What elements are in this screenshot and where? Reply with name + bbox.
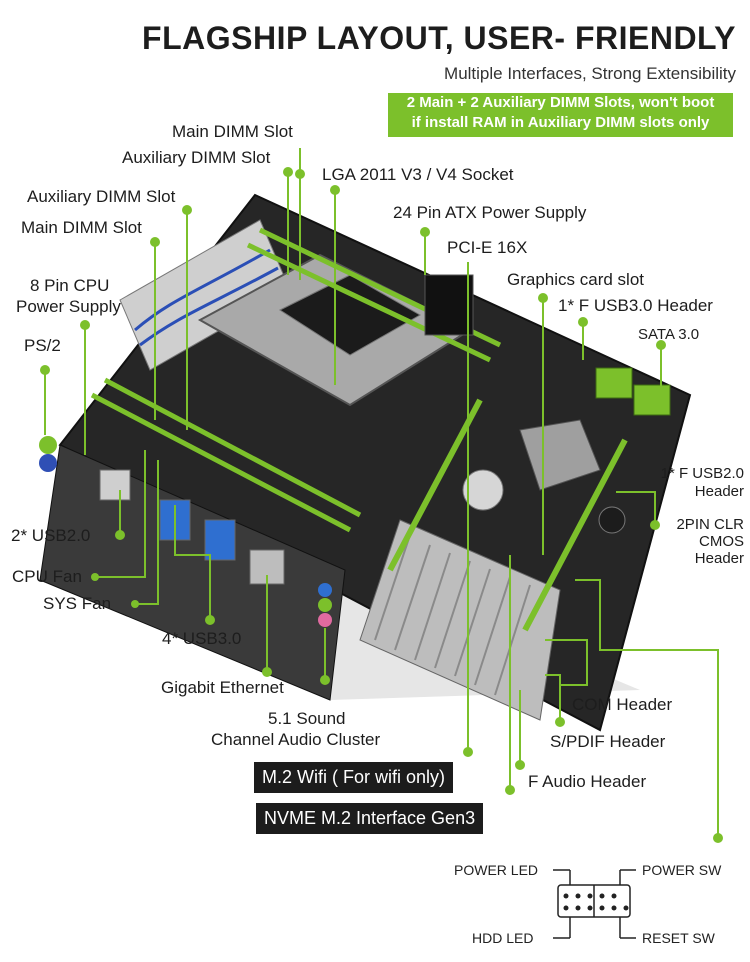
label-graphics-slot: Graphics card slot: [507, 270, 644, 289]
label-clr-cmos-2: CMOS: [699, 533, 744, 550]
label-com-header: COM Header: [572, 695, 673, 714]
audio-jack-1: [318, 583, 332, 597]
label-power-led: POWER LED: [454, 862, 539, 878]
sata-port-1: [595, 367, 633, 399]
cpu-socket: [278, 274, 422, 356]
io-panel: [39, 444, 346, 701]
label-m2-wifi: M.2 Wifi ( For wifi only): [254, 762, 454, 793]
label-cpu-power-1: 8 Pin CPU: [30, 276, 110, 295]
label-ps2: PS/2: [24, 336, 61, 355]
label-ethernet: Gigabit Ethernet: [161, 678, 284, 697]
label-aux-dimm-top: Auxiliary DIMM Slot: [122, 148, 271, 167]
label-hdd-led: HDD LED: [472, 930, 534, 946]
label-atx-power: 24 Pin ATX Power Supply: [393, 203, 587, 222]
front-panel-header-diagram: [553, 869, 636, 939]
label-aux-dimm-left: Auxiliary DIMM Slot: [27, 187, 176, 206]
label-clr-cmos-1: 2PIN CLR: [676, 516, 744, 533]
label-power-sw: POWER SW: [642, 862, 722, 878]
dimm-note-line-1: 2 Main + 2 Auxiliary DIMM Slots, won't b…: [406, 94, 715, 111]
label-usb20: 2* USB2.0: [11, 526, 91, 545]
label-sata: SATA 3.0: [638, 326, 700, 343]
label-cpu-fan: CPU Fan: [12, 567, 82, 586]
label-nvme-m2: NVME M.2 Interface Gen3: [256, 803, 484, 834]
label-usb30: 4* USB3.0: [162, 629, 242, 648]
usb20-ports: [99, 469, 131, 501]
label-usb20-header-1: 1* F USB2.0: [660, 465, 744, 482]
label-spdif-header: S/PDIF Header: [550, 732, 666, 751]
label-usb30-header: 1* F USB3.0 Header: [558, 296, 713, 315]
label-cpu-power-2: Power Supply: [16, 297, 121, 316]
sata-port-2: [633, 384, 671, 416]
label-audio-1: 5.1 Sound: [268, 709, 346, 728]
dimm-note-line-2: if install RAM in Auxiliary DIMM slots o…: [411, 114, 710, 131]
ps2-port: [39, 436, 57, 454]
label-socket: LGA 2011 V3 / V4 Socket: [322, 165, 514, 184]
label-usb20-header-2: Header: [694, 483, 744, 500]
atx-connector: [424, 274, 474, 336]
label-faudio-header: F Audio Header: [528, 772, 647, 791]
label-reset-sw: RESET SW: [642, 930, 715, 946]
label-pcie: PCI-E 16X: [447, 238, 528, 257]
label-sys-fan: SYS Fan: [43, 594, 112, 613]
label-audio-2: Channel Audio Cluster: [211, 730, 381, 749]
label-clr-cmos-3: Header: [694, 550, 744, 567]
dimm-note-badge: 2 Main + 2 Auxiliary DIMM Slots, won't b…: [388, 93, 733, 137]
label-main-dimm-left: Main DIMM Slot: [21, 218, 142, 237]
page-subtitle: Multiple Interfaces, Strong Extensibilit…: [444, 64, 736, 83]
cmos-battery: [462, 469, 504, 511]
label-main-dimm-top: Main DIMM Slot: [172, 122, 293, 141]
page-title: FLAGSHIP LAYOUT, USER- FRIENDLY: [142, 20, 736, 56]
